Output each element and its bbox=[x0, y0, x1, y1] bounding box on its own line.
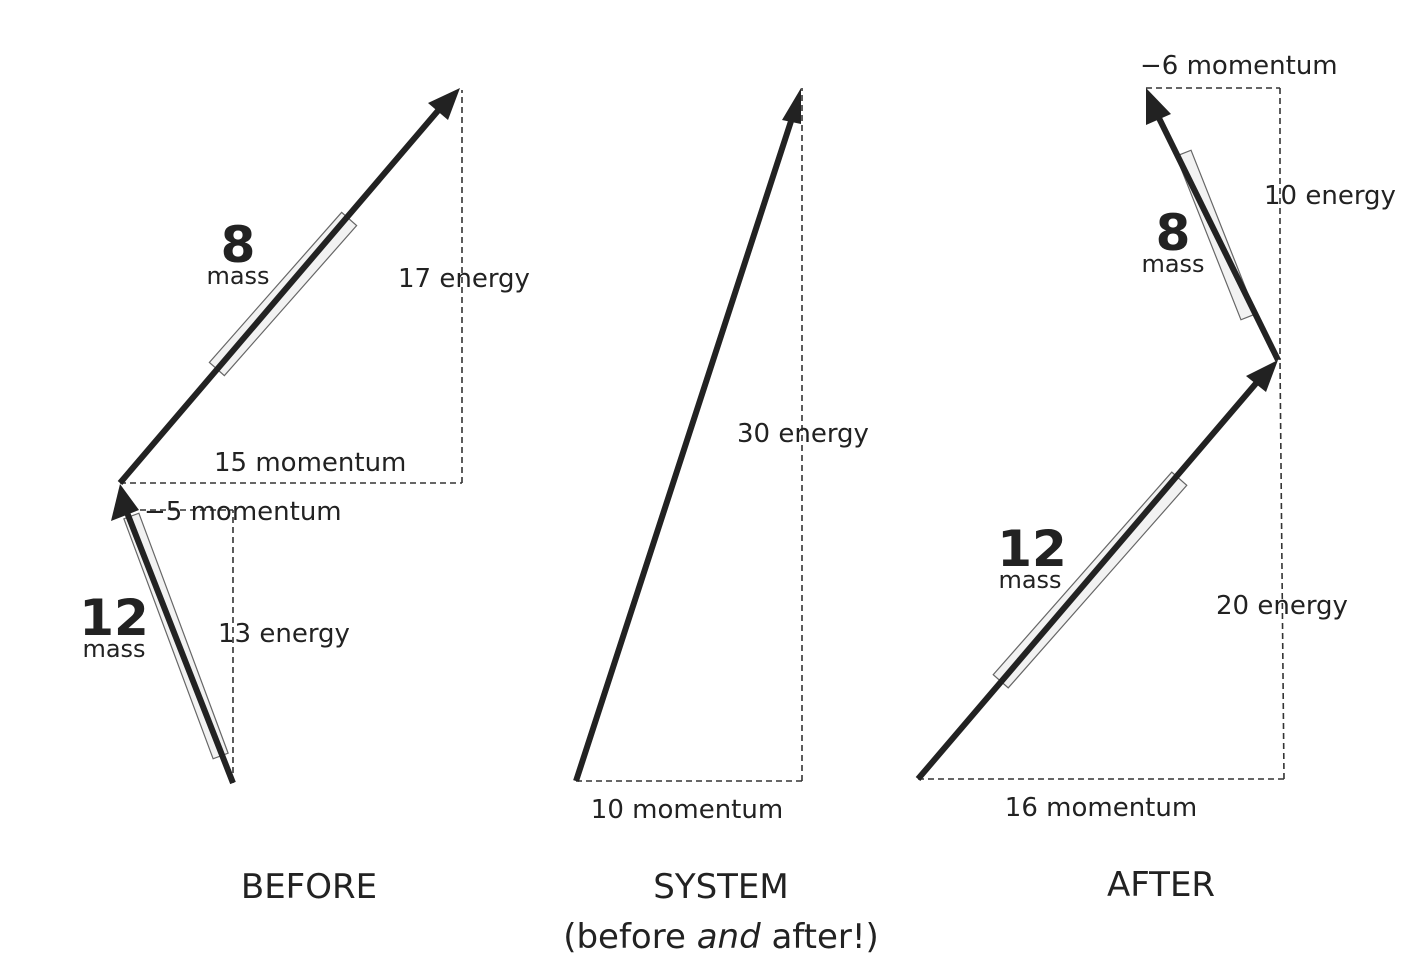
before-p2-energy-label: 17 energy bbox=[398, 264, 530, 294]
after-p2-arrowhead bbox=[1146, 88, 1171, 125]
before-p2-mass-word: mass bbox=[206, 262, 269, 290]
before-panel: 8 mass 17 energy 15 momentum −5 momentum… bbox=[79, 88, 530, 907]
after-p1-energy-guide bbox=[1279, 359, 1285, 780]
after-p2-mass-number: 8 bbox=[1156, 204, 1191, 262]
after-p2-energy-label: 10 energy bbox=[1264, 181, 1396, 211]
before-p1-mass-number: 12 bbox=[79, 589, 149, 647]
system-subtitle-prefix: (before bbox=[563, 917, 697, 957]
after-p1-energy-label: 20 energy bbox=[1216, 591, 1348, 621]
after-p2-momentum-label: −6 momentum bbox=[1140, 51, 1338, 81]
before-p1-arrowhead bbox=[111, 484, 139, 521]
system-vector bbox=[573, 111, 797, 782]
after-p1-vector bbox=[915, 379, 1261, 781]
before-p1-vector bbox=[123, 508, 236, 785]
system-subtitle-suffix: after!) bbox=[761, 917, 879, 957]
after-p2-vector bbox=[1153, 110, 1281, 362]
after-p2-mass-word: mass bbox=[1141, 250, 1204, 278]
system-subtitle: (before and after!) bbox=[563, 917, 879, 957]
system-energy-label: 30 energy bbox=[737, 419, 869, 449]
before-p2-arrowhead bbox=[428, 88, 460, 120]
before-p2-vector bbox=[117, 104, 445, 485]
system-subtitle-italic: and bbox=[697, 917, 761, 957]
after-p1-arrowhead bbox=[1246, 360, 1278, 392]
system-momentum-label: 10 momentum bbox=[591, 795, 783, 825]
before-p2-mass-number: 8 bbox=[221, 216, 256, 274]
system-title: SYSTEM bbox=[653, 867, 789, 907]
before-p1-energy-label: 13 energy bbox=[218, 619, 350, 649]
system-arrowhead bbox=[782, 88, 801, 124]
system-panel: 30 energy 10 momentum SYSTEM (before and… bbox=[563, 88, 879, 957]
before-p2-momentum-label: 15 momentum bbox=[214, 448, 406, 478]
after-panel: −6 momentum 10 energy 8 mass 12 mass 20 … bbox=[915, 51, 1396, 905]
before-title: BEFORE bbox=[241, 867, 377, 907]
after-p1-mass-number: 12 bbox=[997, 520, 1067, 578]
after-title: AFTER bbox=[1107, 865, 1215, 905]
after-p1-mass-word: mass bbox=[998, 566, 1061, 594]
before-p1-mass-word: mass bbox=[82, 635, 145, 663]
before-p1-momentum-label: −5 momentum bbox=[144, 497, 342, 527]
after-p1-momentum-label: 16 momentum bbox=[1005, 793, 1197, 823]
